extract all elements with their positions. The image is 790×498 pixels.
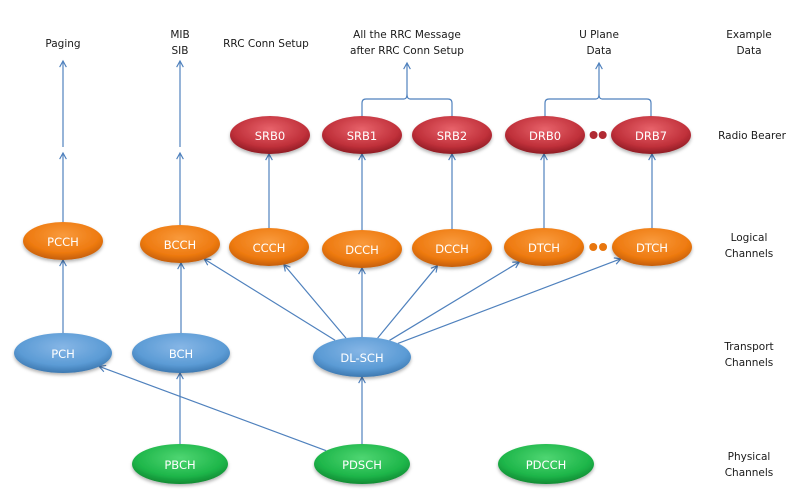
arrowhead-paging — [59, 59, 67, 68]
node-label: PBCH — [164, 458, 195, 472]
arrowhead-drb7 — [648, 152, 656, 161]
node-pcch: PCCH — [23, 222, 103, 260]
ellipsis-dot — [598, 131, 607, 139]
layer-label-radio: Radio Bearer — [718, 130, 786, 142]
node-label: DCCH — [435, 242, 469, 256]
node-label: SRB0 — [255, 129, 286, 143]
node-pdcch: PDCCH — [498, 444, 594, 484]
node-srb0: SRB0 — [230, 116, 310, 154]
logical-ellipse — [612, 228, 692, 266]
example-data-rrc-conn-setup: RRC Conn Setup — [223, 38, 309, 50]
node-pdsch: PDSCH — [314, 444, 410, 484]
radio-ellipse — [230, 116, 310, 154]
node-drb0: DRB0 — [505, 116, 585, 154]
node-dcch1: DCCH — [322, 230, 402, 268]
arrowhead-pcch-up — [59, 151, 67, 160]
radio-ellipse — [322, 116, 402, 154]
physical-ellipse — [314, 444, 410, 484]
logical-ellipse — [504, 228, 584, 266]
logical-ellipse — [140, 225, 220, 263]
node-label: PDCCH — [526, 458, 567, 472]
node-bch: BCH — [132, 333, 230, 373]
transport-ellipse — [132, 333, 230, 373]
edge-dlsch-to-dtch2 — [397, 258, 621, 344]
edge-dlsch-to-ccch — [283, 264, 347, 339]
example-data-paging: Paging — [45, 38, 80, 50]
node-label: PCH — [51, 347, 75, 361]
node-label: DTCH — [636, 241, 668, 255]
node-label: SRB1 — [347, 129, 378, 143]
transport-ellipse — [14, 333, 112, 373]
radio-ellipse — [505, 116, 585, 154]
ellipsis-dot — [599, 243, 608, 251]
edge-pdsch-to-pch — [99, 365, 327, 452]
node-label: BCH — [169, 347, 193, 361]
physical-ellipse — [132, 444, 228, 484]
arrowhead-rrc-messages — [403, 61, 411, 70]
physical-ellipse — [498, 444, 594, 484]
bracket-to-rrc-messages — [361, 93, 453, 116]
arrowhead-bch — [176, 371, 184, 380]
logical-ellipse — [322, 230, 402, 268]
node-drb7: DRB7 — [611, 116, 691, 154]
node-ccch: CCCH — [229, 228, 309, 266]
ellipsis-dot — [589, 243, 598, 251]
ellipsis-dot — [589, 131, 598, 139]
node-label: CCCH — [253, 241, 286, 255]
node-dtch1: DTCH — [504, 228, 584, 266]
node-label: DCCH — [345, 243, 379, 257]
node-label: DRB7 — [635, 129, 667, 143]
node-pbch: PBCH — [132, 444, 228, 484]
arrowhead-mib-sib — [176, 59, 184, 68]
radio-ellipse — [611, 116, 691, 154]
node-label: SRB2 — [437, 129, 468, 143]
logical-ellipse — [412, 229, 492, 267]
transport-ellipse — [313, 337, 411, 377]
node-dlsch: DL-SCH — [313, 337, 411, 377]
logical-ellipse — [229, 228, 309, 266]
node-label: PCCH — [47, 235, 79, 249]
edge-dlsch-to-bcch — [203, 258, 336, 341]
node-dtch2: DTCH — [612, 228, 692, 266]
arrowhead-drb0 — [540, 152, 548, 161]
arrowhead-dtch1 — [512, 261, 521, 269]
arrowhead-dtch2 — [613, 257, 622, 265]
node-bcch: BCCH — [140, 225, 220, 263]
edge-dlsch-to-dtch1 — [389, 261, 520, 341]
node-label: DRB0 — [529, 129, 561, 143]
radio-ellipse — [412, 116, 492, 154]
node-label: PDSCH — [342, 458, 382, 472]
edge-dlsch-to-dcch2 — [377, 265, 438, 339]
bracket-to-u-plane — [544, 93, 652, 116]
arrowhead-bcch — [177, 261, 185, 270]
arrowhead-u-plane — [595, 61, 603, 70]
node-srb2: SRB2 — [412, 116, 492, 154]
node-label: DTCH — [528, 241, 560, 255]
arrowhead-srb0 — [265, 152, 273, 161]
node-srb1: SRB1 — [322, 116, 402, 154]
node-label: DL-SCH — [340, 351, 383, 365]
node-label: BCCH — [164, 238, 196, 252]
logical-ellipse — [23, 222, 103, 260]
arrowhead-bcch-up — [176, 151, 184, 160]
edges — [59, 59, 656, 452]
node-dcch2: DCCH — [412, 229, 492, 267]
node-pch: PCH — [14, 333, 112, 373]
